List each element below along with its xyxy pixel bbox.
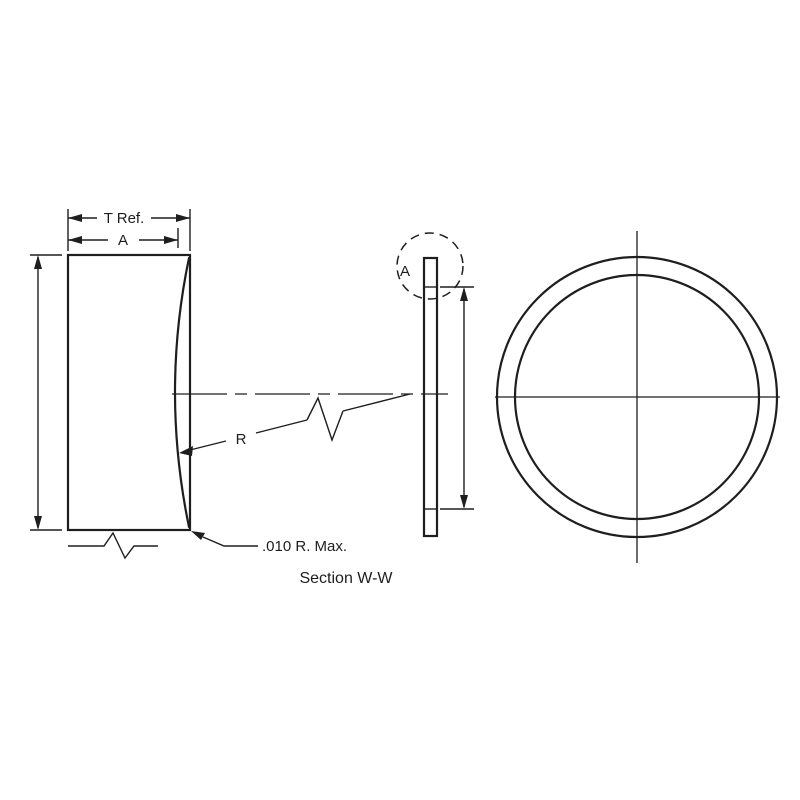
lens-curve-surface [173,256,191,529]
detail-circle-outline [396,232,464,300]
leader-line [202,536,258,547]
dimension-edge-height [440,286,474,510]
r-leader-segment-3 [342,393,411,412]
corner-radius-label: .010 R. Max. [262,538,347,555]
section-title: Section W-W [299,570,393,587]
t-ref-label: T Ref. [104,210,145,227]
section-view [66,253,192,532]
edge-view-outline [422,256,439,538]
leader-corner-radius: .010 R. Max. [191,531,347,555]
r-leader-segment-2 [255,419,308,434]
section-body-outline [66,253,192,532]
detail-circle-a: A [396,232,464,300]
edge-view [422,256,439,538]
arrowhead-down [460,495,468,509]
dimension-t-ref: T Ref. [67,209,191,251]
arrowhead-left [68,214,82,222]
face-view [495,231,780,563]
leader-arrowhead [191,531,205,540]
arrowhead-up [34,255,42,269]
r-leader-zigzag [306,396,344,443]
arrowhead-right [164,236,178,244]
r-arrowhead [179,446,193,456]
break-line [68,531,158,560]
a-width-label: A [118,232,128,249]
detail-a-label: A [400,263,410,280]
dimension-section-height [30,254,62,531]
arrowhead-right [176,214,190,222]
arrowhead-down [34,516,42,530]
leader-radius-r: R [179,393,411,456]
arrowhead-left [68,236,82,244]
r-leader-segment-1 [189,440,227,451]
arrowhead-up [460,287,468,301]
dimension-a-width: A [68,228,179,249]
r-label: R [236,431,247,448]
